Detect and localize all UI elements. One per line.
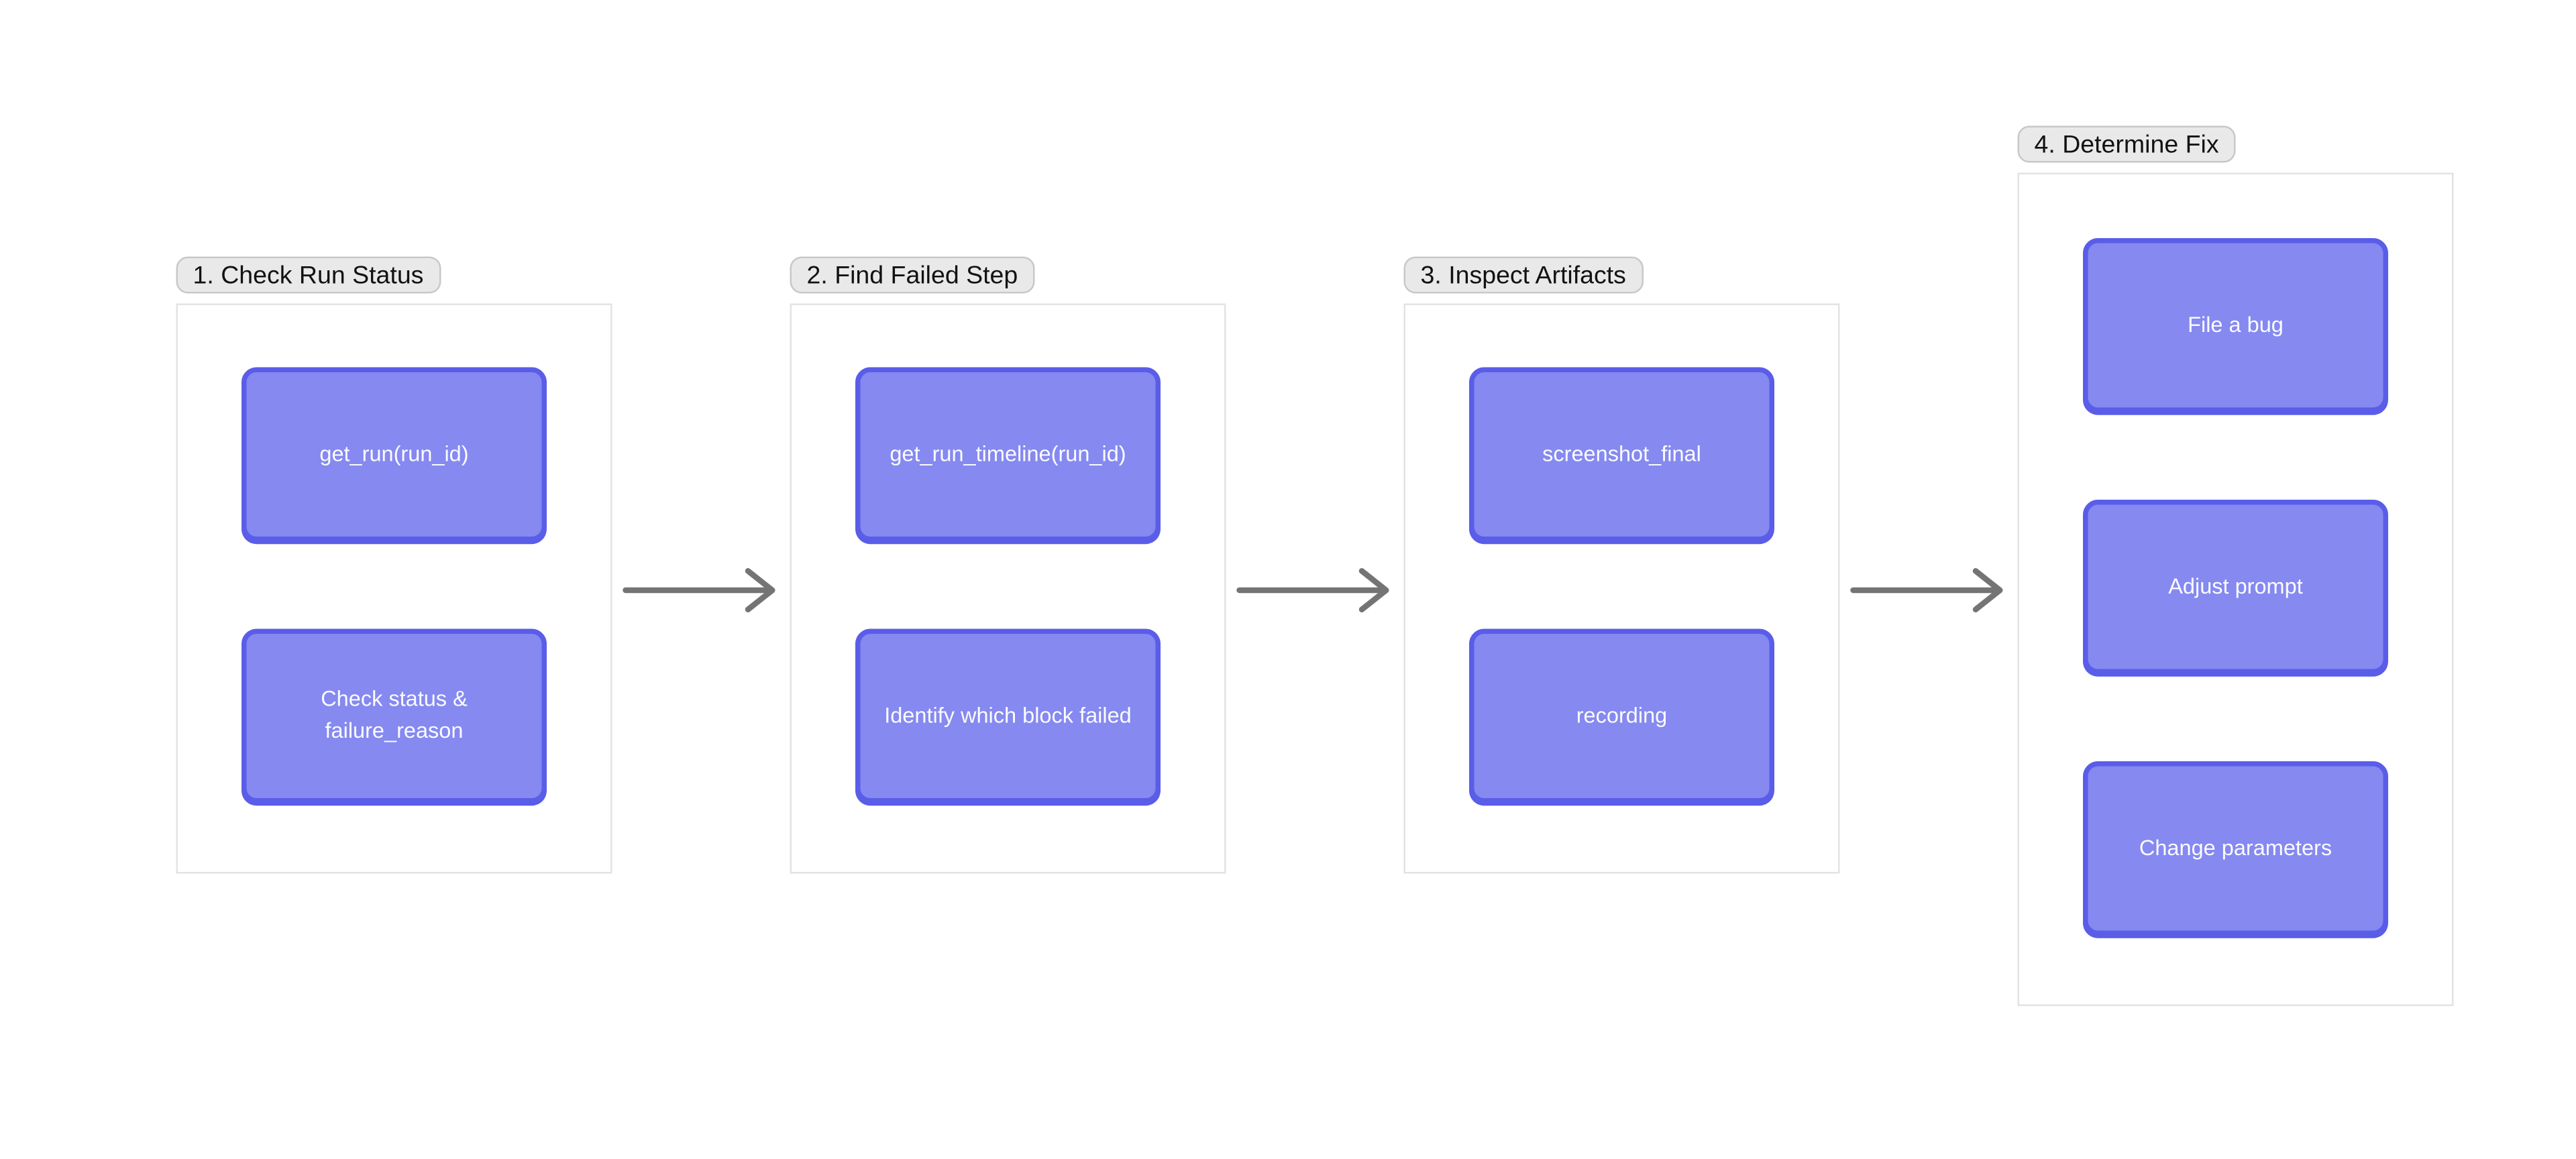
flow-arrow-right-icon xyxy=(1850,565,2008,616)
stage-frame: File a bug Adjust prompt Change paramete… xyxy=(2017,172,2454,1006)
flow-node: File a bug xyxy=(2083,238,2388,412)
flow-arrow-right-icon xyxy=(623,565,780,616)
stage-label: 3. Inspect Artifacts xyxy=(1403,256,1643,294)
stage-frame: screenshot_final recording xyxy=(1403,303,1840,874)
stage-label: 4. Determine Fix xyxy=(2017,125,2236,163)
stage-frame: get_run_timeline(run_id) Identify which … xyxy=(790,303,1226,874)
flow-node: get_run(run_id) xyxy=(241,367,547,542)
flow-node: screenshot_final xyxy=(1469,367,1774,542)
flow-arrow-right-icon xyxy=(1236,565,1394,616)
flow-node: Change parameters xyxy=(2083,761,2388,936)
flow-node: get_run_timeline(run_id) xyxy=(855,367,1161,542)
stage-label: 1. Check Run Status xyxy=(176,256,441,294)
stage-label: 2. Find Failed Step xyxy=(790,256,1035,294)
flow-node: Check status & failure_reason xyxy=(241,628,547,804)
flow-node: recording xyxy=(1469,628,1774,804)
stage-frame: get_run(run_id) Check status & failure_r… xyxy=(176,303,612,874)
flow-node: Identify which block failed xyxy=(855,628,1161,804)
flow-node: Adjust prompt xyxy=(2083,500,2388,674)
